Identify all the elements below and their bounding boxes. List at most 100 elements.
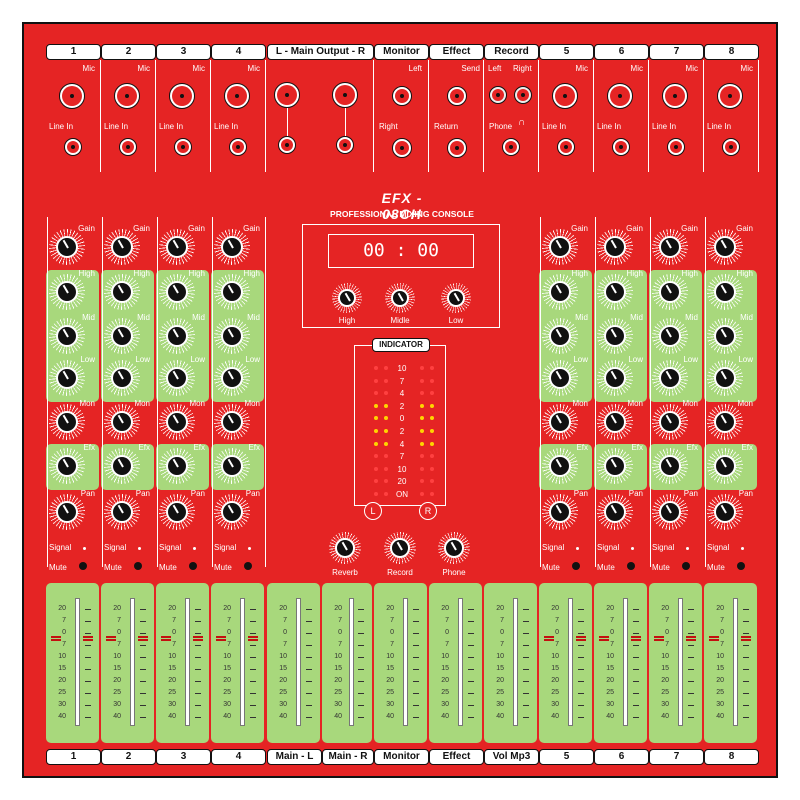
channel-low-knob[interactable] (651, 360, 688, 396)
channel-pan-knob[interactable] (158, 494, 195, 530)
channel-mid-knob[interactable] (706, 318, 743, 354)
channel-pan-knob[interactable] (103, 494, 140, 530)
main-output-jack-l[interactable] (274, 82, 300, 108)
main-output-jack-r[interactable] (332, 82, 358, 108)
mic-jack[interactable] (606, 83, 633, 109)
mic-jack[interactable] (223, 83, 250, 109)
line-in-jack[interactable] (63, 138, 82, 156)
channel-mid-knob[interactable] (651, 318, 688, 354)
channel-efx-knob[interactable] (541, 448, 578, 484)
channel-pan-knob[interactable] (213, 494, 250, 530)
mic-jack[interactable] (113, 83, 140, 109)
channel-gain-knob[interactable] (706, 229, 743, 265)
channel-low-knob[interactable] (541, 360, 578, 396)
channel-mid-knob[interactable] (158, 318, 195, 354)
channel-pan-knob[interactable] (706, 494, 743, 530)
rca-left-jack[interactable] (489, 86, 507, 104)
monitor-left-jack[interactable] (392, 86, 412, 106)
mute-button[interactable] (572, 562, 580, 570)
channel-pan-knob[interactable] (596, 494, 633, 530)
channel-high-knob[interactable] (103, 274, 140, 310)
master-reverb-knob[interactable] (328, 531, 362, 565)
channel-low-knob[interactable] (213, 360, 250, 396)
fader-scale-label: 7 (283, 641, 287, 648)
channel-low-knob[interactable] (596, 360, 633, 396)
phone-jack[interactable] (502, 138, 520, 156)
channel-mid-knob[interactable] (541, 318, 578, 354)
channel-low-knob[interactable] (706, 360, 743, 396)
effect-send-jack[interactable] (447, 86, 467, 106)
main-output-aux-jack[interactable] (278, 136, 296, 154)
channel-mon-knob[interactable] (596, 404, 633, 440)
master-phone-knob[interactable] (437, 531, 471, 565)
fader-scale-label: 40 (551, 713, 559, 720)
channel-high-knob[interactable] (596, 274, 633, 310)
channel-high-knob[interactable] (541, 274, 578, 310)
line-in-jack[interactable] (611, 138, 630, 156)
channel-low-knob[interactable] (103, 360, 140, 396)
mute-button[interactable] (79, 562, 87, 570)
channel-high-knob[interactable] (213, 274, 250, 310)
channel-mid-knob[interactable] (48, 318, 85, 354)
channel-low-knob[interactable] (48, 360, 85, 396)
channel-gain-knob[interactable] (596, 229, 633, 265)
channel-pan-knob[interactable] (541, 494, 578, 530)
channel-gain-knob[interactable] (651, 229, 688, 265)
channel-mon-knob[interactable] (541, 404, 578, 440)
line-in-jack[interactable] (173, 138, 192, 156)
channel-low-knob[interactable] (158, 360, 195, 396)
channel-high-knob[interactable] (48, 274, 85, 310)
channel-mid-knob[interactable] (596, 318, 633, 354)
channel-gain-knob[interactable] (103, 229, 140, 265)
channel-efx-knob[interactable] (651, 448, 688, 484)
channel-mon-knob[interactable] (158, 404, 195, 440)
mic-jack[interactable] (551, 83, 578, 109)
master-eq-midle-knob[interactable] (384, 282, 416, 314)
channel-efx-knob[interactable] (213, 448, 250, 484)
channel-high-knob[interactable] (158, 274, 195, 310)
channel-high-knob[interactable] (651, 274, 688, 310)
channel-efx-knob[interactable] (48, 448, 85, 484)
mute-button[interactable] (737, 562, 745, 570)
channel-mid-knob[interactable] (103, 318, 140, 354)
channel-mon-knob[interactable] (213, 404, 250, 440)
main-output-aux-jack[interactable] (336, 136, 354, 154)
channel-high-knob[interactable] (706, 274, 743, 310)
master-eq-low-knob[interactable] (440, 282, 472, 314)
rca-right-jack[interactable] (514, 86, 532, 104)
line-in-jack[interactable] (556, 138, 575, 156)
master-eq-high-knob[interactable] (331, 282, 363, 314)
channel-pan-knob[interactable] (651, 494, 688, 530)
channel-efx-knob[interactable] (103, 448, 140, 484)
channel-efx-knob[interactable] (706, 448, 743, 484)
channel-mon-knob[interactable] (651, 404, 688, 440)
mic-jack[interactable] (716, 83, 743, 109)
mic-jack[interactable] (58, 83, 85, 109)
master-record-knob[interactable] (383, 531, 417, 565)
line-in-jack[interactable] (228, 138, 247, 156)
channel-mid-knob[interactable] (213, 318, 250, 354)
fader-scale-label: 20 (606, 677, 614, 684)
mute-button[interactable] (627, 562, 635, 570)
mic-jack[interactable] (661, 83, 688, 109)
channel-gain-knob[interactable] (158, 229, 195, 265)
mute-button[interactable] (244, 562, 252, 570)
channel-mon-knob[interactable] (103, 404, 140, 440)
channel-mon-knob[interactable] (706, 404, 743, 440)
channel-gain-knob[interactable] (48, 229, 85, 265)
monitor-right-jack[interactable] (392, 138, 412, 158)
line-in-jack[interactable] (666, 138, 685, 156)
channel-efx-knob[interactable] (158, 448, 195, 484)
channel-mon-knob[interactable] (48, 404, 85, 440)
channel-pan-knob[interactable] (48, 494, 85, 530)
line-in-jack[interactable] (721, 138, 740, 156)
channel-efx-knob[interactable] (596, 448, 633, 484)
effect-return-jack[interactable] (447, 138, 467, 158)
channel-gain-knob[interactable] (541, 229, 578, 265)
channel-gain-knob[interactable] (213, 229, 250, 265)
mic-jack[interactable] (168, 83, 195, 109)
mute-button[interactable] (682, 562, 690, 570)
mute-button[interactable] (134, 562, 142, 570)
mute-button[interactable] (189, 562, 197, 570)
line-in-jack[interactable] (118, 138, 137, 156)
